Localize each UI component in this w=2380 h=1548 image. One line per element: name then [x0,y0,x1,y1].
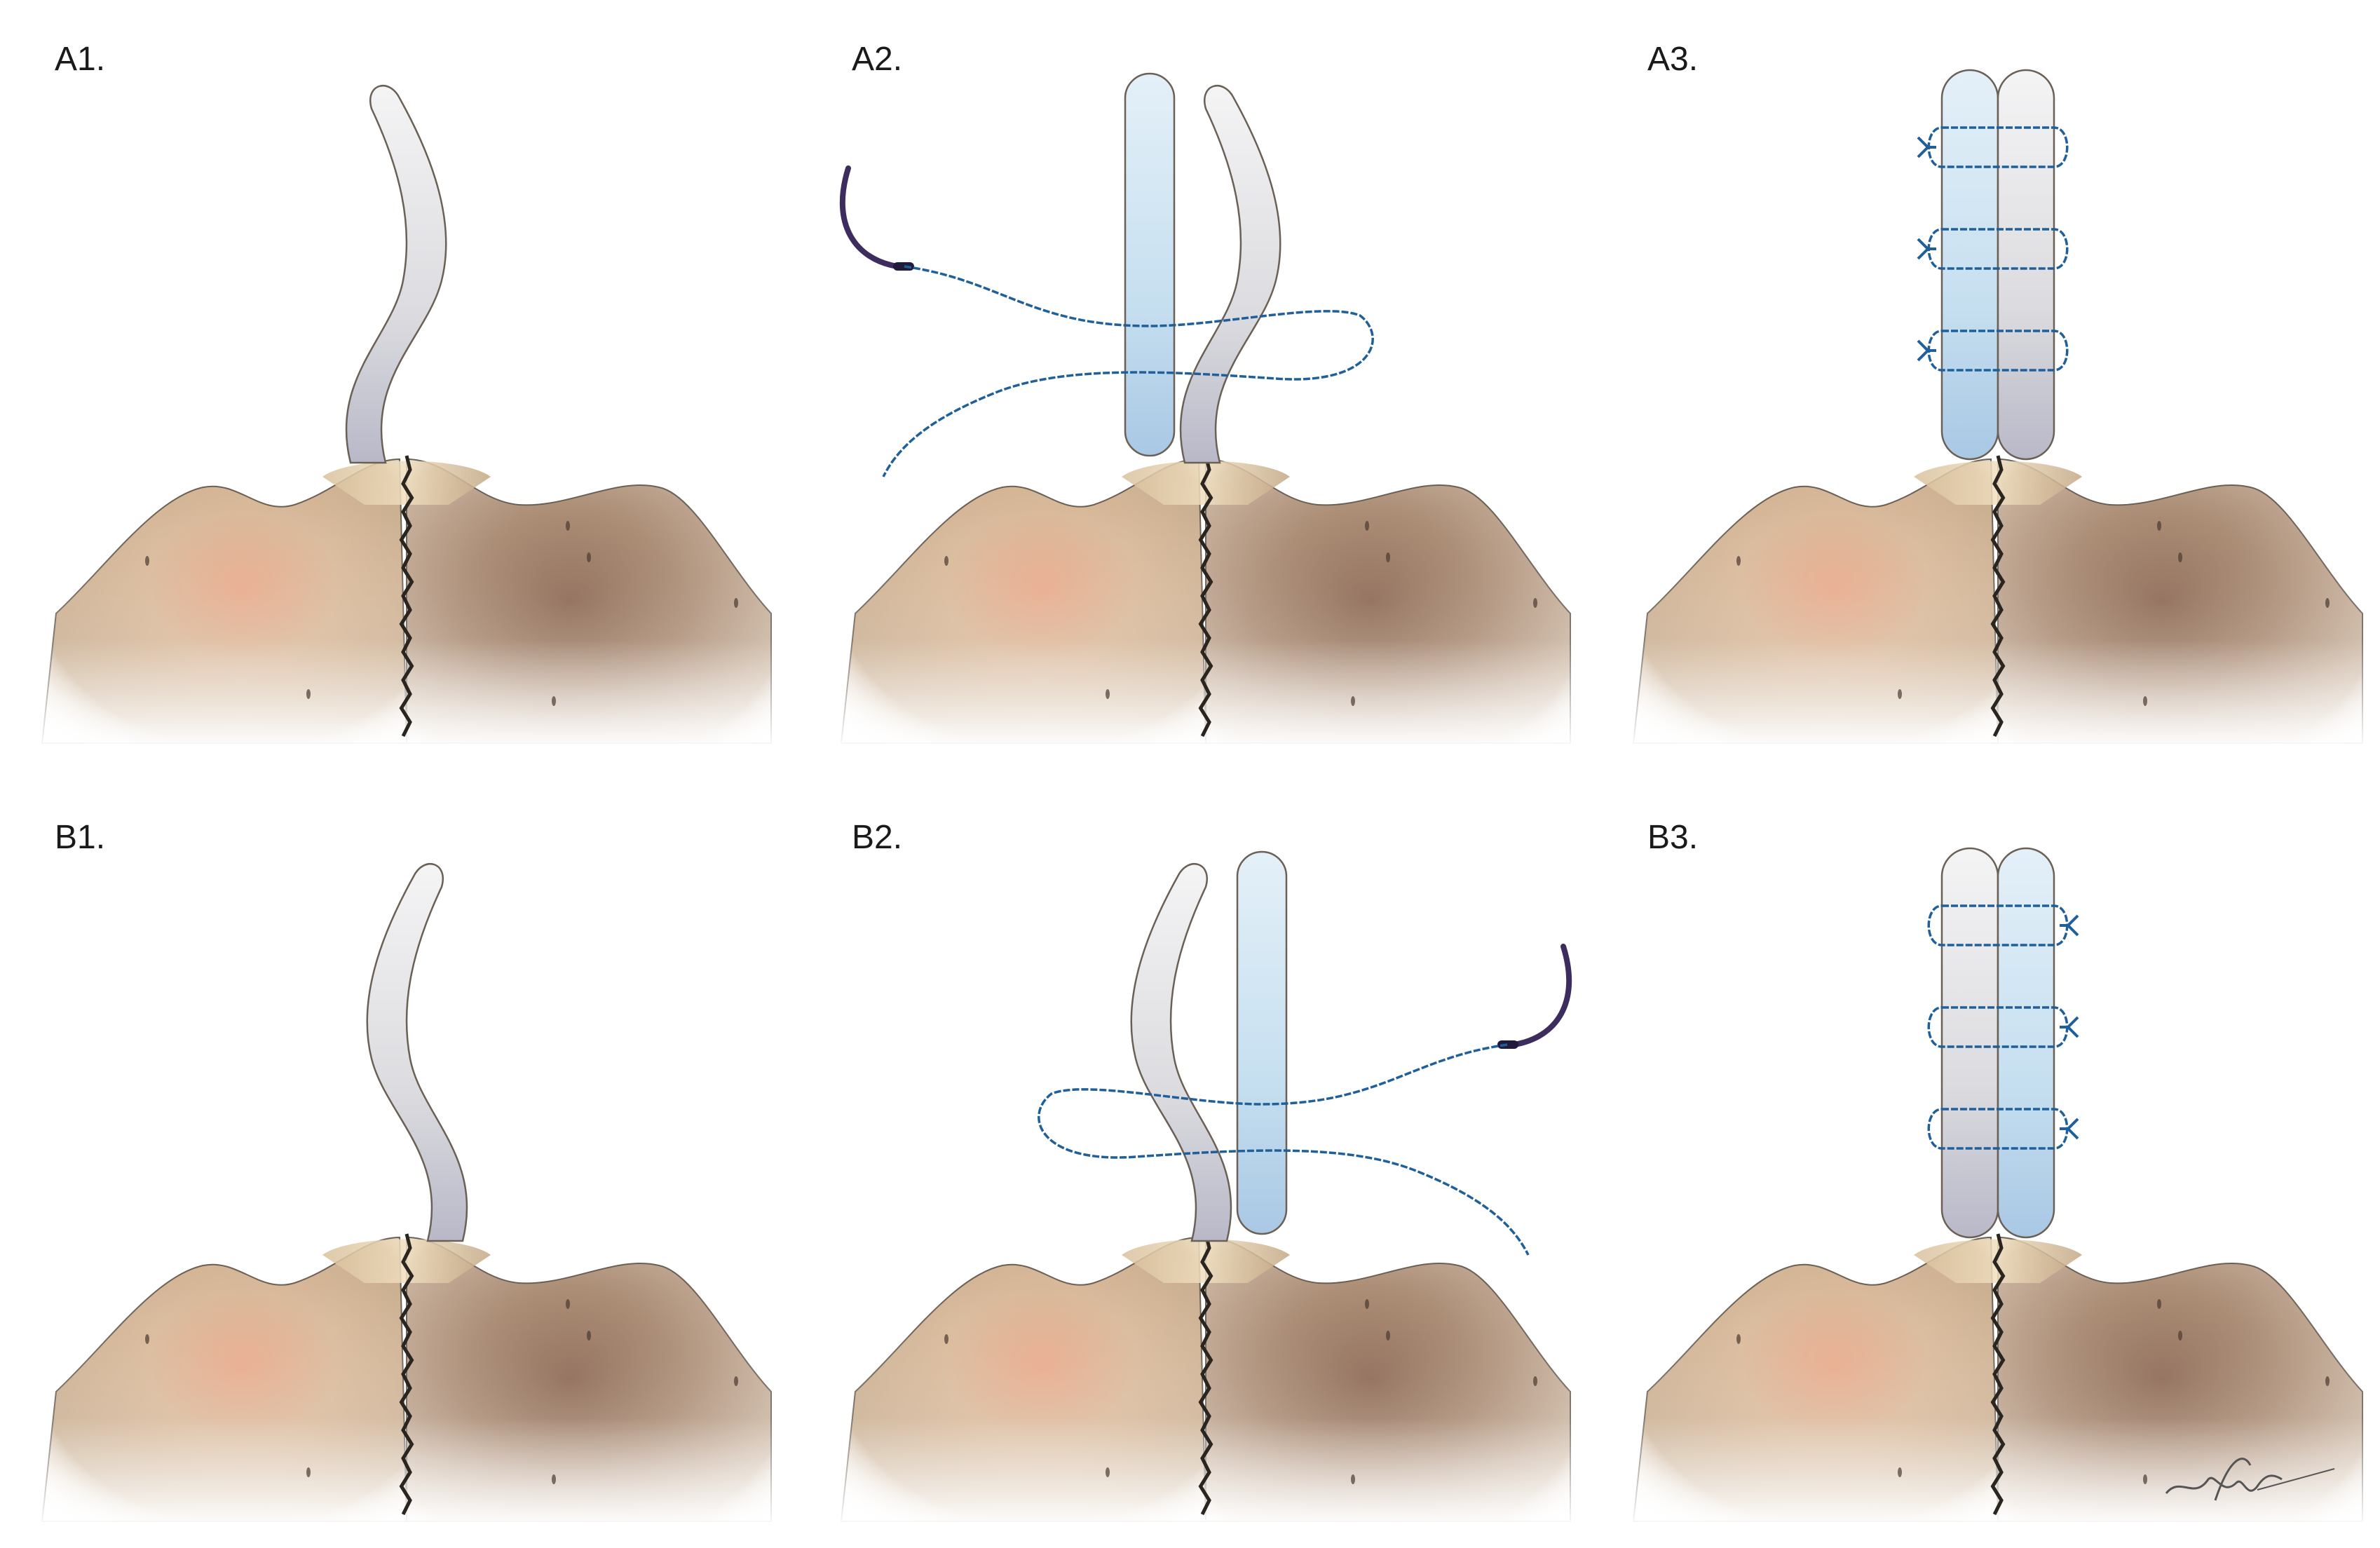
bone-ridge [1914,461,2082,505]
bone-pit [1106,689,1110,699]
bone-pit [944,1334,948,1344]
bone-pit [944,556,948,566]
suture-needle [839,165,900,269]
panel-label-a1: A1. [55,41,105,78]
panel-label-b1: B1. [55,819,105,856]
bone-pit [1386,552,1390,562]
bone-pit [566,1299,570,1309]
suture-loop [1927,1108,2069,1150]
bone-pit [1351,696,1355,706]
bone-ridge [1122,461,1290,505]
bone-pit [1736,556,1741,566]
bone-pit [145,556,149,566]
panel-A1 [35,85,778,750]
panel-B1 [35,863,778,1528]
bone-pit [552,696,556,706]
midline-crack [399,1233,414,1516]
bone-pit [552,1474,556,1484]
bone-pit [2143,696,2147,706]
bone-pit [2325,1376,2330,1386]
panels [35,69,2369,1528]
bone-pit [2143,1474,2147,1484]
suture-thread [1038,1043,1530,1256]
bone-ridge [1914,1239,2082,1283]
midline-crack [1990,455,2006,738]
panel-labels: A1. A2. A3. B1. B2. B3. [55,41,1698,856]
bone-pit [306,689,311,699]
suture-knot [2060,914,2079,937]
cartilage-strip-straight [1124,72,1176,457]
panel-B2 [834,850,1577,1528]
bone-pit [1365,521,1369,531]
panel-B3 [1626,847,2369,1528]
suture-loop [1927,1006,2069,1048]
midline-crack [399,455,414,738]
panel-label-b3: B3. [1647,819,1698,856]
cartilage-strip [366,863,468,1242]
cartilage-strip-straight [1236,850,1288,1235]
bone-pit [1533,598,1537,608]
bone-pit [1386,1331,1390,1340]
suture-needle [1511,944,1572,1047]
suture-loop [1927,126,2069,168]
suture-knot [1917,339,1936,362]
suture-knot [2060,1118,2079,1140]
midline-crack [1198,1233,1213,1516]
bone-ridge [322,461,491,505]
cartilage-strip-curved [1130,863,1232,1242]
suture-loop [1927,904,2069,946]
suture-loop [1927,330,2069,372]
bone-pit [734,598,738,608]
bone-pit [1106,1467,1110,1477]
bone-pit [2157,1299,2161,1309]
suture-knot [2060,1016,2079,1038]
bone-pit [566,521,570,531]
bone-pit [2178,552,2182,562]
artist-signature [2165,1458,2335,1501]
panel-label-a3: A3. [1647,41,1698,78]
bone-pit [734,1376,738,1386]
cartilage-strip-curved [1179,85,1281,464]
cartilage-strip [345,85,447,464]
suture-loop [1927,228,2069,270]
bone-pit [2178,1331,2182,1340]
panel-label-a2: A2. [852,41,902,78]
panel-A3 [1626,69,2369,750]
bone-pit [2325,598,2330,608]
bone-pit [145,1334,149,1344]
midline-crack [1990,1233,2006,1516]
suture-knot [1917,136,1936,158]
suture-thread [882,265,1374,477]
bone-pit [1736,1334,1741,1344]
bone-pit [587,1331,591,1340]
bone-pit [306,1467,311,1477]
bone-pit [587,552,591,562]
bone-pit [1365,1299,1369,1309]
bone-pit [1351,1474,1355,1484]
bone-pit [1533,1376,1537,1386]
bone-pit [1898,689,1902,699]
midline-crack [1198,455,1213,738]
panel-A2 [834,72,1577,750]
bone-ridge [322,1239,491,1283]
bone-pit [1898,1467,1902,1477]
panel-label-b2: B2. [852,819,902,856]
suture-knot [1917,238,1936,260]
bone-ridge [1122,1239,1290,1283]
bone-pit [2157,521,2161,531]
